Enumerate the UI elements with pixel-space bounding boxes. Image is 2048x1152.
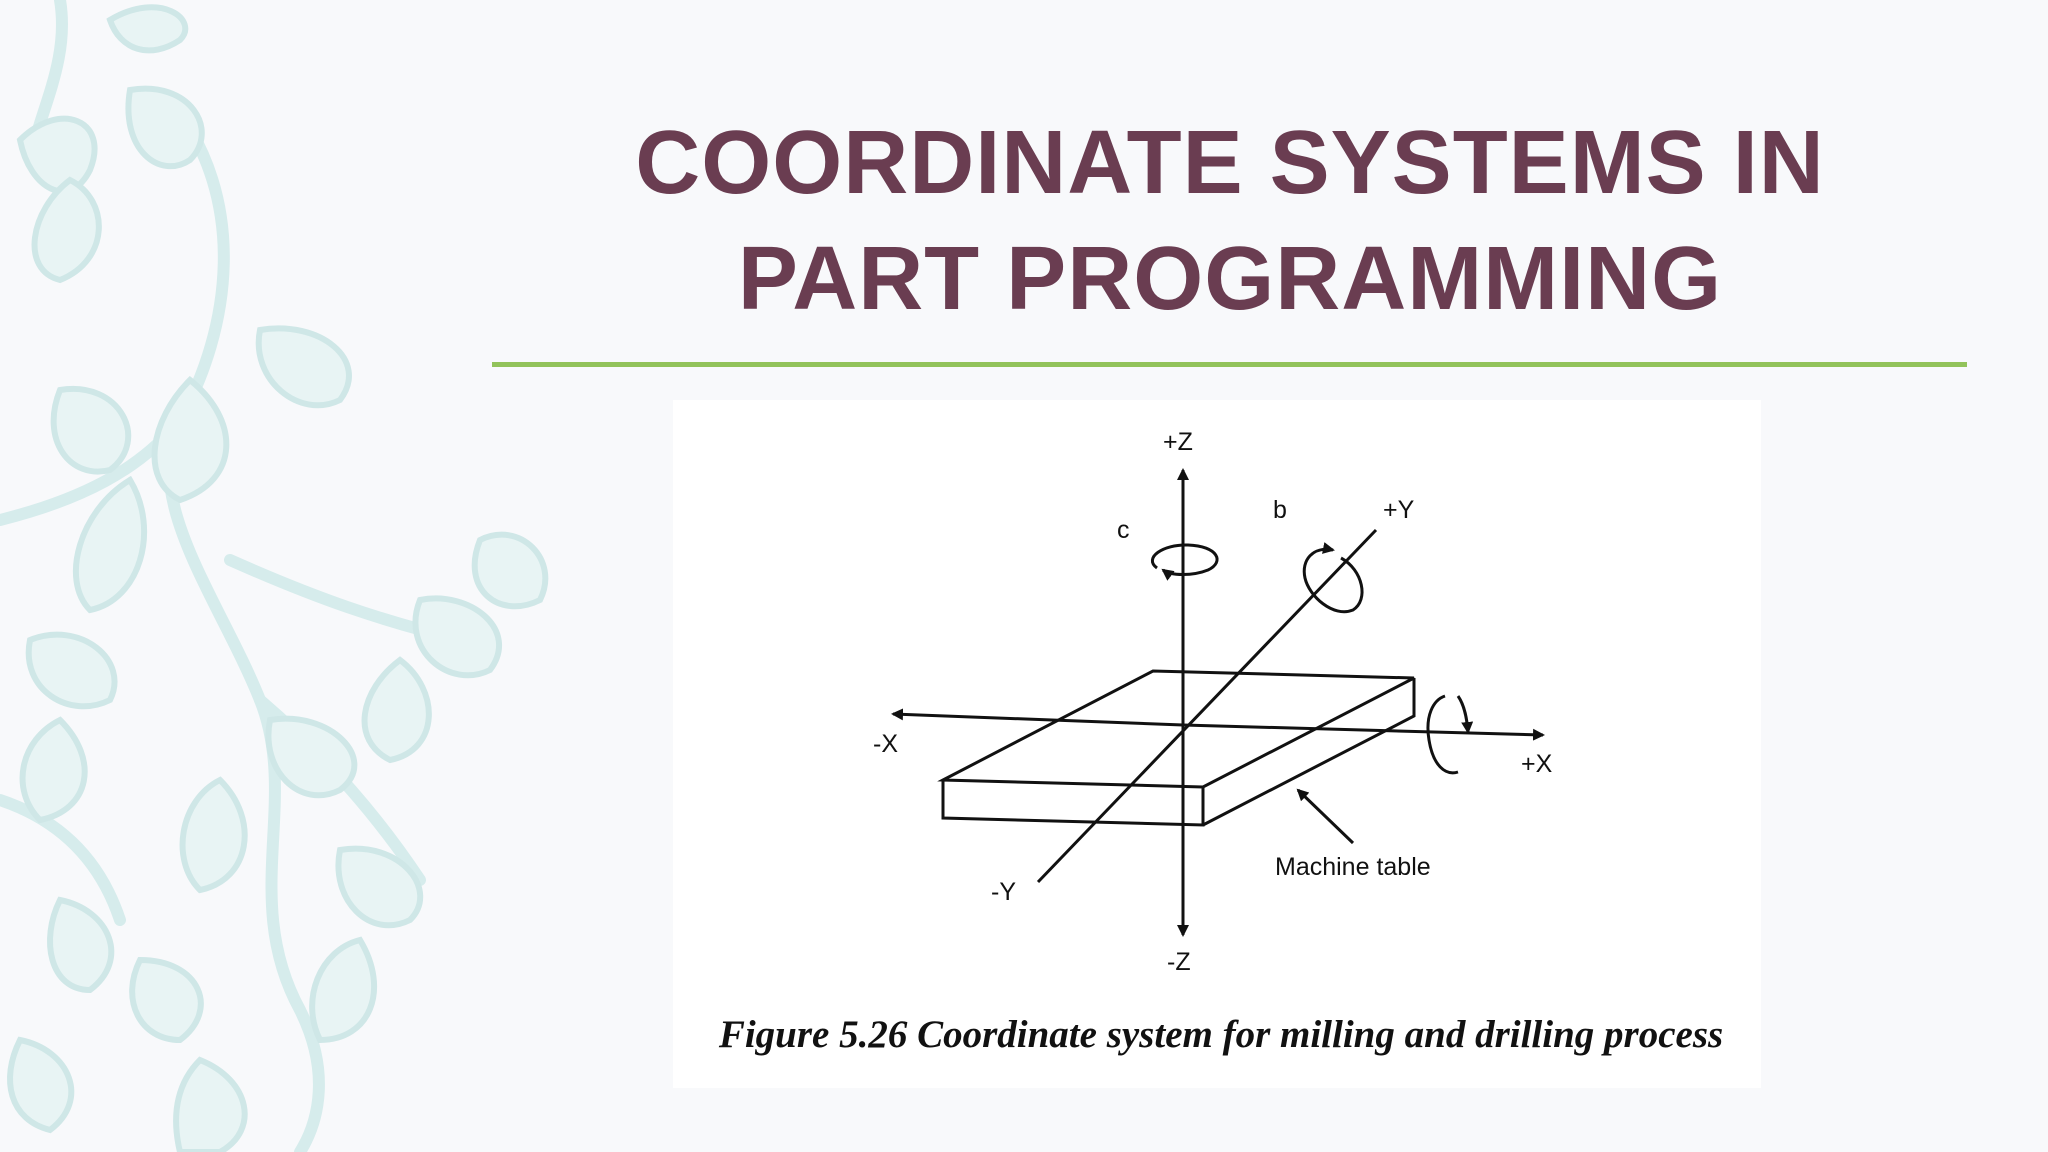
slide-title-line-1: COORDINATE SYSTEMS IN (635, 113, 1825, 213)
slide-title: COORDINATE SYSTEMS IN PART PROGRAMMING (480, 105, 1980, 337)
label-minus-y: -Y (991, 878, 1016, 906)
figure-caption: Figure 5.26 Coordinate system for millin… (718, 1013, 1724, 1056)
label-machine-table: Machine table (1275, 853, 1431, 881)
title-divider-line (492, 362, 1967, 367)
rotation-a-arrow (1426, 694, 1468, 775)
machine-table-leader-arrow (1296, 788, 1355, 845)
leaf-vine-decoration (0, 0, 549, 1152)
x-axis-positive (1182, 723, 1545, 741)
rotation-b-arrow (1302, 542, 1364, 614)
label-rotation-b: b (1273, 496, 1287, 524)
label-plus-z: +Z (1163, 428, 1193, 456)
slide-title-line-2: PART PROGRAMMING (737, 229, 1723, 329)
coordinate-system-figure: +Z -Z +Y -Y +X -X c b Machine table Figu… (673, 400, 1761, 1088)
rotation-c-arrow (1150, 543, 1219, 581)
x-axis-negative (891, 708, 1184, 727)
label-minus-z: -Z (1167, 948, 1191, 976)
label-minus-x: -X (873, 730, 898, 758)
label-plus-x: +X (1521, 750, 1553, 778)
label-rotation-c: c (1117, 516, 1130, 544)
label-plus-y: +Y (1383, 496, 1415, 524)
axes-diagram: +Z -Z +Y -Y +X -X c b Machine table (873, 428, 1553, 976)
machine-table-slab (937, 669, 1416, 827)
